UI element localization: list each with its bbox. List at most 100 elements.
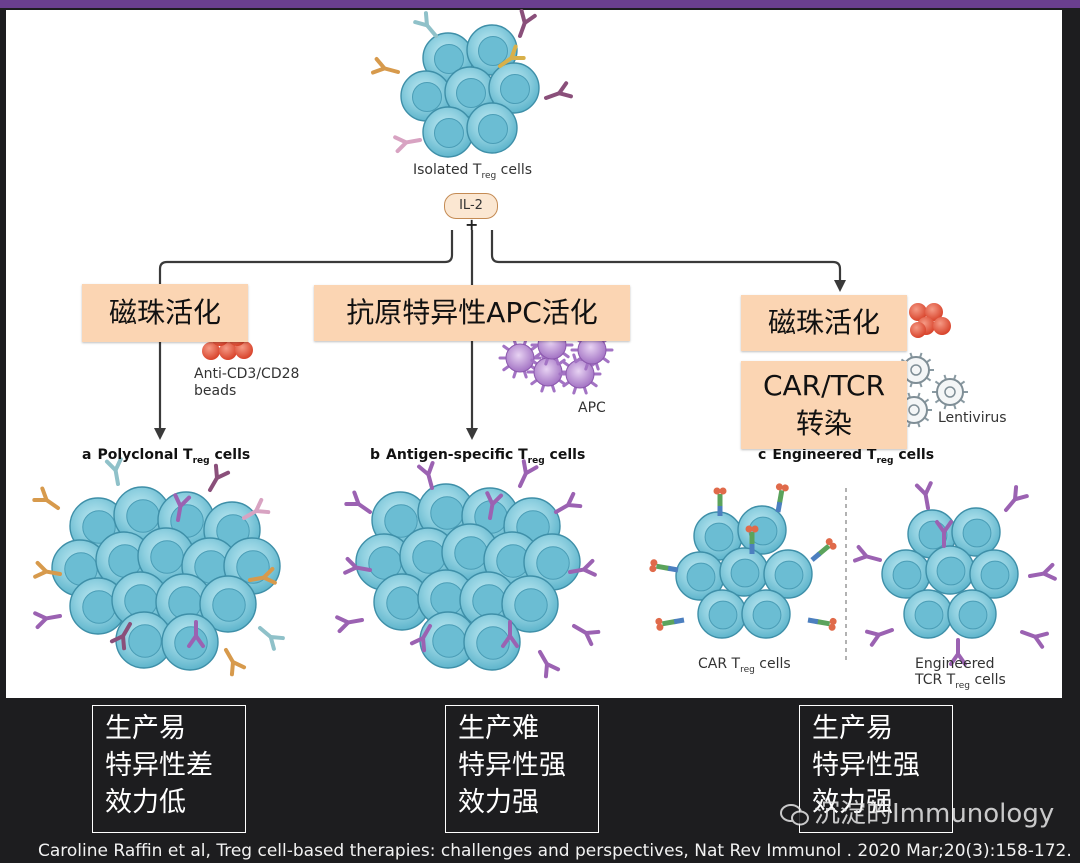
car-receptor <box>655 617 685 631</box>
top-cell-4 <box>488 62 540 114</box>
receptor <box>568 558 597 577</box>
callout-apc-activation: 抗原特异性APC活化 <box>314 285 630 341</box>
receptor <box>208 463 231 492</box>
receptor <box>949 638 967 666</box>
receptor <box>554 491 583 514</box>
receptor <box>935 520 953 548</box>
isolated-treg-label: Isolated Treg cells <box>413 162 533 181</box>
receptor <box>501 620 519 648</box>
top-cell-6 <box>466 102 518 154</box>
receptor <box>335 615 364 634</box>
receptor <box>32 486 60 510</box>
car-receptor <box>810 538 837 562</box>
lentivirus-label: Lentivirus <box>938 410 1007 426</box>
cell-clusters <box>51 24 1019 671</box>
a-cell-14 <box>161 613 219 671</box>
watermark-text: 沉淀的Immunology <box>814 799 1055 829</box>
receptor <box>538 650 561 679</box>
receptor <box>498 44 526 68</box>
top-cell-1 <box>466 24 518 76</box>
car-cell-1 <box>737 505 787 555</box>
receptor <box>485 491 504 520</box>
callout-bead-activation-right: 磁珠活化 <box>741 295 907 351</box>
note-engineered: 生产易 特异性强 效力强 <box>799 705 953 833</box>
car-receptor <box>775 483 789 513</box>
receptor <box>258 626 285 651</box>
arrow-to-c <box>490 230 842 282</box>
arrow-to-a <box>158 230 454 430</box>
receptor <box>413 11 438 38</box>
tcr-cell-6 <box>947 589 997 639</box>
note-polyclonal: 生产易 特异性差 效力低 <box>92 705 246 833</box>
b-cell-9 <box>373 573 431 631</box>
a-cell-6 <box>137 527 195 585</box>
receptor <box>572 624 601 647</box>
tcr-cell-1 <box>951 507 1001 557</box>
receptor <box>409 624 432 653</box>
receptor-glyphs <box>32 9 1057 679</box>
receptor <box>393 135 422 154</box>
receptor <box>224 648 247 677</box>
receptor <box>343 556 372 575</box>
b-cell-13 <box>419 611 477 669</box>
tcr-cell-2 <box>881 549 931 599</box>
tcr-cell-4 <box>969 549 1019 599</box>
receptor <box>1020 630 1049 649</box>
car-cell-6 <box>741 589 791 639</box>
receptor <box>173 493 192 522</box>
receptor <box>109 622 132 651</box>
citation: Caroline Raffin et al, Treg cell-based t… <box>38 841 1072 861</box>
callout-bead-activation-left: 磁珠活化 <box>82 284 248 342</box>
receptor <box>33 560 62 579</box>
car-cell-3 <box>719 547 769 597</box>
note-antigen-specific: 生产难 特异性强 效力强 <box>445 705 599 833</box>
apc-cell <box>526 351 570 393</box>
receptor <box>242 497 271 520</box>
il2-badge: IL-2 <box>444 193 498 219</box>
tcr-cell-3 <box>925 545 975 595</box>
receptor <box>1028 562 1057 581</box>
callout-car-tcr-transfection: CAR/TCR 转染 <box>741 361 907 449</box>
receptor <box>33 611 62 630</box>
receptor <box>248 566 277 585</box>
top-cell-5 <box>422 106 474 158</box>
car-receptor <box>807 617 837 631</box>
car-cell-4 <box>763 549 813 599</box>
apc-label: APC <box>578 400 606 416</box>
arrowhead-a <box>154 428 166 440</box>
receptor <box>544 81 573 100</box>
receptor <box>344 490 372 514</box>
apc-cell <box>498 337 542 379</box>
beads-icon-right <box>909 303 951 338</box>
tcr-cell-5 <box>903 589 953 639</box>
tcr-treg-label: Engineered TCR Treg cells <box>915 656 1006 691</box>
virus-particle <box>932 374 968 410</box>
receptor <box>371 57 400 75</box>
apc-cells-icon <box>498 324 614 395</box>
receptor <box>1004 485 1029 512</box>
a-cell-12 <box>199 575 257 633</box>
car-receptor <box>649 559 679 573</box>
receptor <box>914 481 933 510</box>
car-cell-5 <box>697 589 747 639</box>
receptor <box>853 545 882 563</box>
arrowhead-b <box>466 428 478 440</box>
receptor <box>417 461 435 490</box>
receptor <box>187 620 205 648</box>
receptor <box>104 457 123 486</box>
car-treg-label: CAR Treg cells <box>698 656 791 675</box>
car-receptor <box>745 525 759 554</box>
plus-sign: + <box>465 215 479 234</box>
b-cell-12 <box>501 575 559 633</box>
watermark: 沉淀的Immunology <box>780 793 1054 830</box>
receptor <box>518 459 539 488</box>
arrow-heads <box>154 280 846 440</box>
a-cell-9 <box>69 577 127 635</box>
header-bar <box>0 0 1080 8</box>
car-receptor <box>713 487 727 516</box>
b-cell-14 <box>463 613 521 671</box>
